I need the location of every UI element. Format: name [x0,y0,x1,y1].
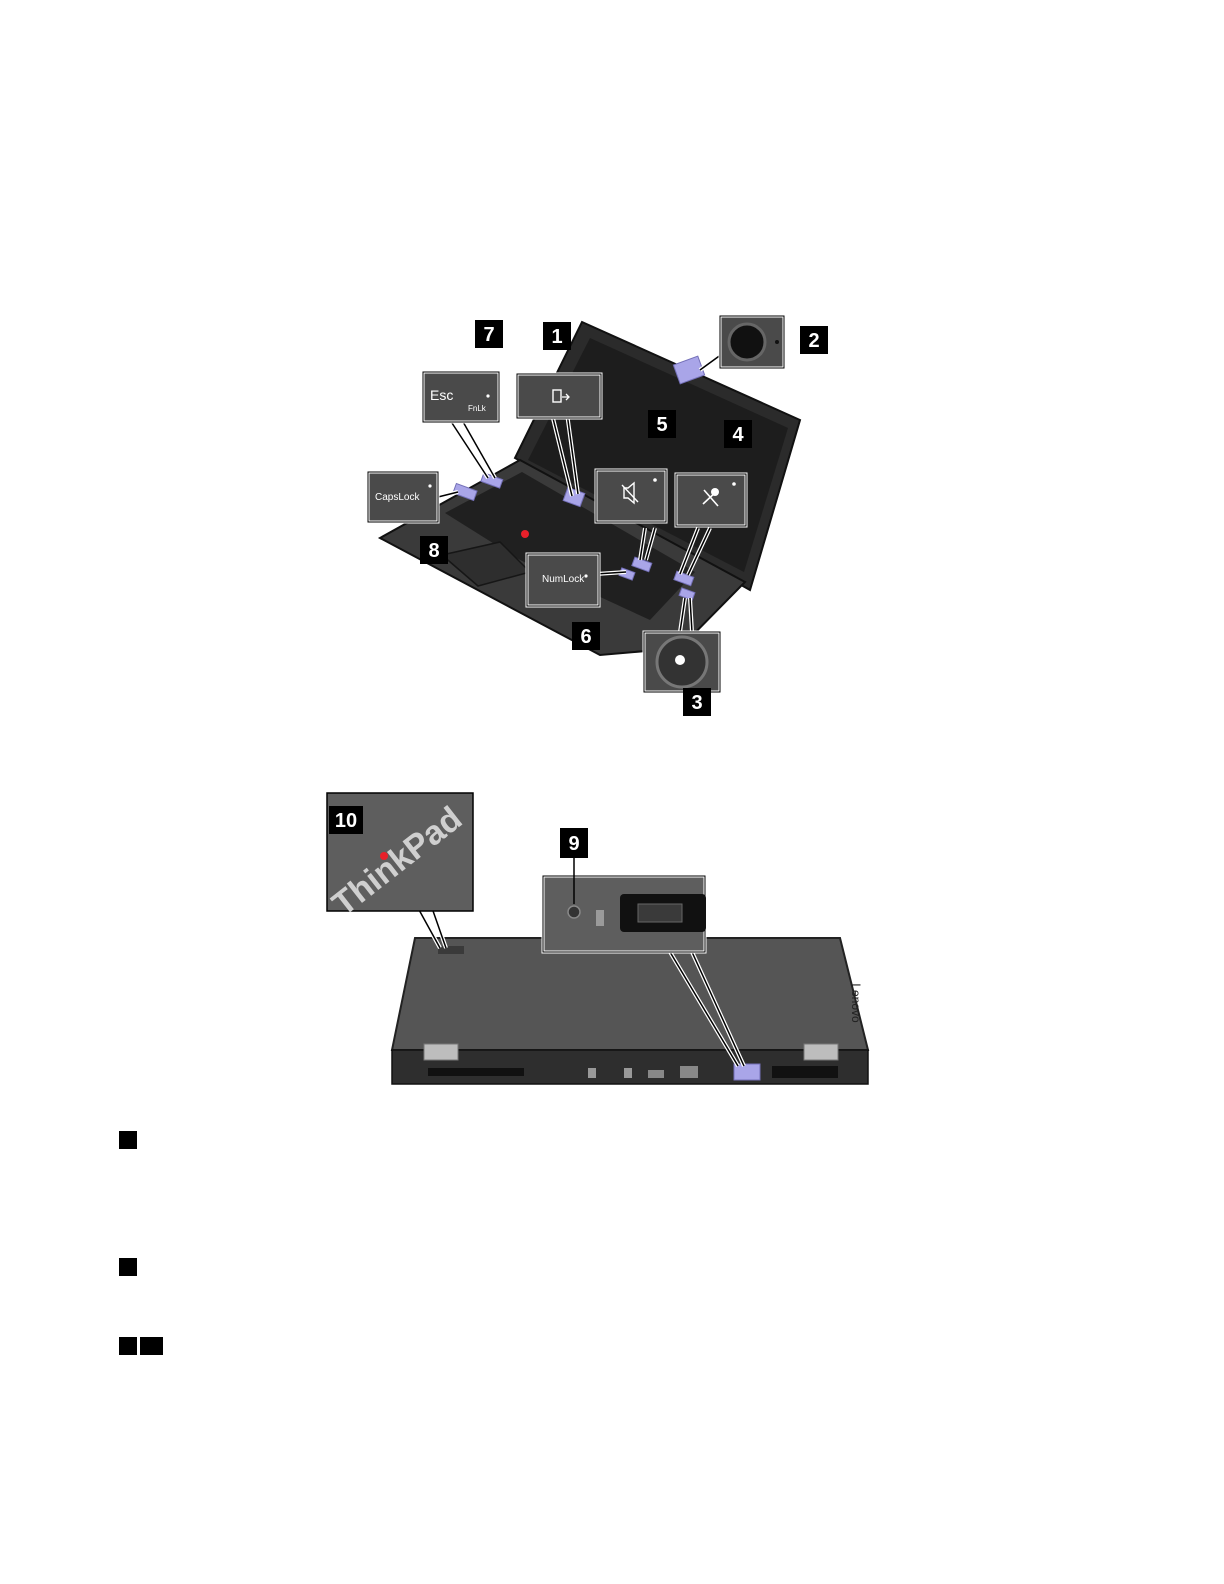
power-button-highlight [678,587,696,601]
left-hinge [423,1043,459,1061]
power-plug-icon [596,910,604,926]
callout-10: 10 [329,806,363,834]
svg-text:10: 10 [335,810,357,832]
speaker-mute-icon [623,481,635,505]
svg-text:7: 7 [483,324,494,346]
svg-text:6: 6 [580,626,591,648]
mic-mute-key-highlight [673,570,695,587]
mic-mute-key-zoom [674,472,748,528]
esc-key-label: Esc [430,387,453,403]
svg-text:9: 9 [568,833,579,855]
mute-key-highlight [631,556,653,573]
svg-text:5: 5 [656,414,667,436]
callout-4: 4 [724,420,752,448]
numlock-key-zoom: NumLock [525,552,601,608]
svg-text:2: 2 [808,330,819,352]
capslock-key-label: CapsLock [375,492,420,503]
callout-2: 2 [800,326,828,354]
callout-1: 1 [543,322,571,350]
esc-key-zoom: Esc FnLk [421,370,501,424]
numlock-key-label: NumLock [542,574,585,585]
fnlk-key-label: FnLk [468,404,487,413]
camera-zoom [718,314,786,370]
fnlk-indicator-light [486,394,490,398]
power-connector-led [567,905,581,919]
mic-mute-indicator-light [732,482,736,486]
legend-marker-1 [119,1131,137,1149]
callout-7: 7 [475,320,503,348]
camera-indicator-light [775,340,779,344]
laptop-lid [390,937,870,1051]
svg-text:8: 8 [428,540,439,562]
camera-highlight [672,355,706,385]
power-button-zoom [642,630,722,694]
legend-marker-2 [119,1258,137,1276]
trackpoint [521,530,529,538]
svg-text:1: 1 [551,326,562,348]
speaker-mute-indicator-light [653,478,657,482]
laptop-front-illustration: Esc FnLk CapsLock [366,314,828,716]
right-vent [772,1066,838,1078]
callout-5: 5 [648,410,676,438]
right-hinge [803,1043,839,1061]
laptop-rear-illustration: Lenovo ThinkPad 10 9 [325,792,870,1085]
capslock-key-zoom: CapsLock [366,470,440,524]
power-connector-highlight [733,1063,761,1081]
power-indicator-light [675,655,685,665]
callout-9: 9 [560,828,588,858]
hdmi-port [648,1070,664,1078]
power-connector-zoom [541,858,707,954]
privacy-icon [552,389,562,403]
laptop-keyboard [445,472,695,620]
callout-8: 8 [420,536,448,564]
legend-marker-3a [119,1337,137,1355]
laptop-rear-figure: Lenovo ThinkPad 10 9 [320,788,890,1098]
camera-lens-icon [727,322,767,362]
lid-thinkpad-logo [438,946,464,954]
callout-6: 6 [572,622,600,650]
capslock-key-highlight [452,482,478,502]
svg-text:3: 3 [691,692,702,714]
usb-c-port-1 [588,1068,596,1078]
left-vent [428,1068,524,1076]
thinkpad-logo-led [380,852,388,860]
laptop-front-figure: Esc FnLk CapsLock [350,310,850,730]
capslock-indicator-light [428,484,432,488]
speaker-mute-key-zoom [594,468,668,524]
callout-3: 3 [683,688,711,716]
legend-marker-3b [140,1337,163,1355]
svg-text:4: 4 [732,424,744,446]
lenovo-brand-text: Lenovo [849,983,863,1023]
privacy-key-zoom [515,372,603,420]
usb-c-port-2 [624,1068,632,1078]
numlock-indicator-light [584,574,588,578]
ethernet-port [680,1066,698,1078]
